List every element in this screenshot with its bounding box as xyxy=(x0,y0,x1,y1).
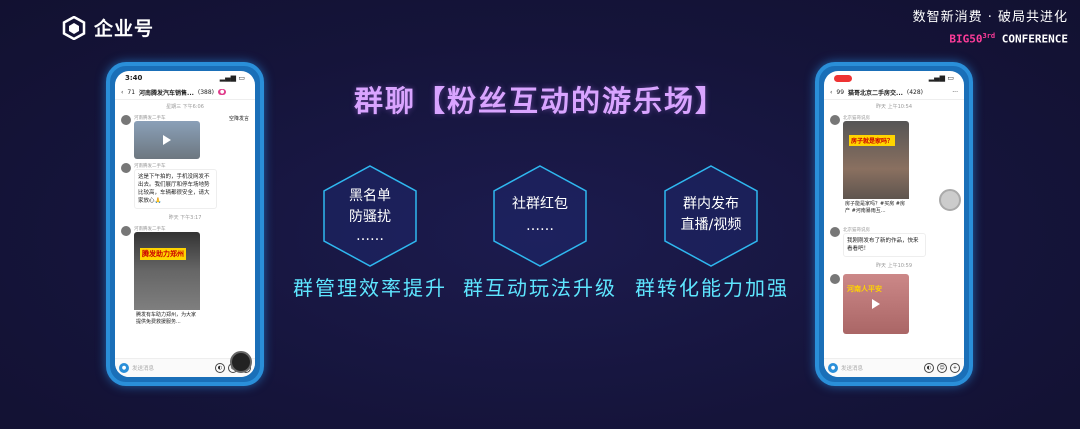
video-caption: 腾发有车助力郑州，为大家提供免费救援服务... xyxy=(134,310,200,328)
group-name[interactable]: 河南腾发汽车销售... xyxy=(139,89,194,97)
video-message[interactable] xyxy=(134,121,200,159)
feature-2-subtitle: 群互动玩法升级 xyxy=(463,276,617,300)
message-input[interactable]: 发送消息 xyxy=(132,366,155,372)
conference-name: BIG503rd CONFERENCE xyxy=(913,26,1068,50)
back-icon[interactable]: ‹ xyxy=(830,88,833,96)
member-count: (428) xyxy=(906,88,924,96)
sender-name: 北京猫哥说房 xyxy=(843,116,870,121)
sender-name: 北京猫哥说房 xyxy=(843,228,870,233)
reply-label[interactable]: 空降发言 xyxy=(228,116,249,122)
hexagon-logo-icon xyxy=(62,15,86,40)
phone-right: ▂▄▆ ▭ ‹ 99 猫哥北京二手房交... (428) ··· 昨天 上午10… xyxy=(815,62,973,386)
unread-count: 99 xyxy=(836,88,845,96)
conference-brand: BIG50 xyxy=(949,32,983,46)
conference-edition: 3rd xyxy=(982,32,996,40)
feature-2-line1: 社群红包 xyxy=(512,196,568,212)
voice-icon[interactable]: ◐ xyxy=(215,363,225,373)
video-message[interactable]: 河南人平安 xyxy=(843,274,909,334)
chat-message: 河南腾发二手车 空降发言 xyxy=(115,113,255,161)
phone-right-screen: ▂▄▆ ▭ ‹ 99 猫哥北京二手房交... (428) ··· 昨天 上午10… xyxy=(824,71,964,377)
video-title: 河南人平安 xyxy=(847,285,882,293)
member-count: (388) xyxy=(197,88,215,96)
slide-title: 群聊【粉丝互动的游乐场】 xyxy=(353,84,726,118)
plus-icon[interactable]: + xyxy=(950,363,960,373)
chat-message: 北京猫哥说房 房子就是家吗？ 房子能是家吗？#买房 #房产 #河南暴雨互... xyxy=(824,113,964,219)
unread-count: 71 xyxy=(127,88,136,96)
chat-message: 北京猫哥说房 我刚刚发布了新的作品，快来看看吧！ xyxy=(824,225,964,259)
video-title: 房子就是家吗？ xyxy=(849,135,896,146)
camera-icon[interactable]: ● xyxy=(119,363,129,373)
floating-button[interactable] xyxy=(939,189,961,211)
feature-1-line3: …… xyxy=(356,228,384,244)
avatar[interactable] xyxy=(121,226,131,236)
avatar[interactable] xyxy=(121,115,131,125)
chat-message: 河南腾发二手车 这是下午拍的，手机没网发不出去。我们展厅和停车场地势比较高，车辆… xyxy=(115,161,255,211)
timestamp-2: 昨天 下午3:17 xyxy=(168,215,202,221)
conference-badge: 数智新消费 · 破局共进化 BIG503rd CONFERENCE xyxy=(913,10,1068,50)
text-message[interactable]: 我刚刚发布了新的作品，快来看看吧！ xyxy=(843,233,926,257)
group-name[interactable]: 猫哥北京二手房交... xyxy=(848,89,903,97)
video-caption: 房子能是家吗？#买房 #房产 #河南暴雨互... xyxy=(843,199,909,217)
back-icon[interactable]: ‹ xyxy=(121,88,124,96)
group-badge: ● xyxy=(218,89,227,95)
phone-left-screen: 3:40 ▂▄▆ ▭ ‹ 71 河南腾发汽车销售... (388) ● 星期三 … xyxy=(115,71,255,377)
signal-battery-icon: ▂▄▆ ▭ xyxy=(928,74,954,82)
video-message[interactable]: 房子就是家吗？ 房子能是家吗？#买房 #房产 #河南暴雨互... xyxy=(843,121,909,217)
brand-logo: 企业号 xyxy=(62,14,154,41)
feature-hexagon-1: 黑名单 防骚扰 …… xyxy=(322,164,418,268)
sender-name: 河南腾发二手车 xyxy=(134,116,166,121)
chat-message: 河南腾发二手车 腾发助力郑州 腾发有车助力郑州，为大家提供免费救援服务... xyxy=(115,224,255,330)
timestamp-1: 昨天 上午10:54 xyxy=(876,104,912,110)
text-message[interactable]: 这是下午拍的，手机没网发不出去。我们展厅和停车场地势比较高，车辆都很安全，请大家… xyxy=(134,169,217,209)
avatar[interactable] xyxy=(830,274,840,284)
sender-name: 河南腾发二手车 xyxy=(134,227,166,232)
feature-1-line1: 黑名单 xyxy=(349,188,391,204)
floating-button[interactable] xyxy=(230,351,252,373)
status-bar: 3:40 ▂▄▆ ▭ xyxy=(115,71,255,85)
feature-3-subtitle: 群转化能力加强 xyxy=(635,276,789,300)
feature-3-line1: 群内发布 xyxy=(683,196,739,212)
feature-3-line2: 直播/视频 xyxy=(680,217,742,233)
camera-icon[interactable]: ● xyxy=(828,363,838,373)
phone-left: 3:40 ▂▄▆ ▭ ‹ 71 河南腾发汽车销售... (388) ● 星期三 … xyxy=(106,62,264,386)
feature-hexagon-2: 社群红包 …… xyxy=(492,164,588,268)
play-icon xyxy=(163,135,171,145)
video-message[interactable]: 腾发助力郑州 腾发有车助力郑州，为大家提供免费救援服务... xyxy=(134,232,200,328)
signal-battery-icon: ▂▄▆ ▭ xyxy=(219,74,245,82)
conference-word: CONFERENCE xyxy=(1001,32,1068,46)
emoji-icon[interactable]: ☺ xyxy=(937,363,947,373)
avatar[interactable] xyxy=(830,115,840,125)
feature-1-line2: 防骚扰 xyxy=(349,209,391,225)
feature-hexagon-3: 群内发布 直播/视频 xyxy=(663,164,759,268)
message-input[interactable]: 发送消息 xyxy=(841,366,864,372)
status-bar: ▂▄▆ ▭ xyxy=(824,71,964,85)
voice-icon[interactable]: ◐ xyxy=(924,363,934,373)
recording-icon xyxy=(834,74,852,82)
chat-header: ‹ 99 猫哥北京二手房交... (428) ··· xyxy=(824,85,964,100)
conference-slogan: 数智新消费 · 破局共进化 xyxy=(912,10,1068,25)
more-icon[interactable]: ··· xyxy=(952,88,958,96)
chat-header: ‹ 71 河南腾发汽车销售... (388) ● xyxy=(115,85,255,100)
avatar[interactable] xyxy=(121,163,131,173)
chat-message: 河南人平安 xyxy=(824,272,964,336)
feature-1-subtitle: 群管理效率提升 xyxy=(293,276,447,300)
video-title: 腾发助力郑州 xyxy=(140,248,186,260)
avatar[interactable] xyxy=(830,227,840,237)
feature-2-line2: …… xyxy=(526,218,554,234)
logo-text: 企业号 xyxy=(94,18,155,40)
sender-name: 河南腾发二手车 xyxy=(134,164,166,169)
message-input-bar: ● 发送消息 ◐ ☺ + xyxy=(824,358,964,377)
timestamp-2: 昨天 上午10:59 xyxy=(876,263,912,269)
status-time: 3:40 xyxy=(125,74,143,82)
timestamp-1: 星期三 下午6:06 xyxy=(166,104,204,110)
play-icon xyxy=(872,299,880,309)
